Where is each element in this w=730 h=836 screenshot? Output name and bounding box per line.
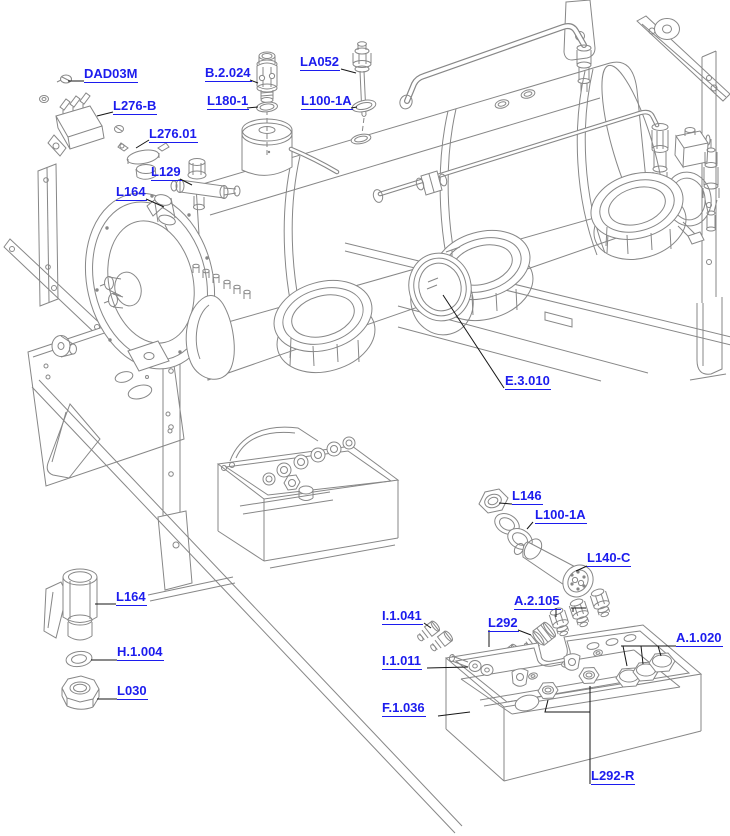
part-label-l292-r[interactable]: L292-R xyxy=(591,768,636,785)
part-label-i1041[interactable]: I.1.041 xyxy=(382,608,423,625)
part-label-l100-1a-top[interactable]: L100-1A xyxy=(301,93,353,110)
part-label-f1036[interactable]: F.1.036 xyxy=(382,700,426,717)
frame-right xyxy=(563,0,730,381)
part-l164-bottom-drawing xyxy=(43,568,98,641)
part-l292-r-drawing xyxy=(537,666,600,700)
part-label-dad03m[interactable]: DAD03M xyxy=(84,66,139,83)
part-la052-drawing xyxy=(352,41,372,135)
frame-long-rail xyxy=(31,379,463,834)
part-label-l030[interactable]: L030 xyxy=(117,683,148,700)
junction-box xyxy=(216,426,400,569)
part-l100-1a-top-drawing xyxy=(350,99,377,145)
part-label-l146[interactable]: L146 xyxy=(512,488,543,505)
part-label-e3010[interactable]: E.3.010 xyxy=(505,373,551,390)
pipes xyxy=(288,23,660,203)
part-label-h1004[interactable]: H.1.004 xyxy=(117,644,164,661)
part-label-l276-01[interactable]: L276.01 xyxy=(149,126,198,143)
part-l276-b-drawing xyxy=(47,92,124,157)
part-a1020-drawing xyxy=(615,652,676,688)
part-label-l164-bottom[interactable]: L164 xyxy=(116,589,147,606)
part-l140-c-drawing xyxy=(513,538,594,598)
part-h1004-drawing xyxy=(65,650,93,668)
part-l129-drawing xyxy=(170,158,241,211)
part-label-la052[interactable]: LA052 xyxy=(300,54,341,71)
terminal-studs xyxy=(192,263,251,299)
leader-lines xyxy=(68,68,676,784)
part-label-l276-b[interactable]: L276-B xyxy=(113,98,158,115)
part-l180-1-drawing xyxy=(256,101,278,113)
part-l030-drawing xyxy=(61,675,100,710)
part-i1041-drawing xyxy=(417,620,453,652)
part-label-l129[interactable]: L129 xyxy=(151,164,182,181)
part-label-a2105[interactable]: A.2.105 xyxy=(514,593,561,610)
part-l100-1a-mid-drawing xyxy=(494,513,533,550)
part-label-l164-top[interactable]: L164 xyxy=(116,184,147,201)
part-f1036-drawing xyxy=(444,624,703,782)
pressure-gauge xyxy=(408,246,474,336)
part-label-l100-1a-mid[interactable]: L100-1A xyxy=(535,507,587,524)
part-l276-01-drawing xyxy=(117,142,170,180)
part-a2105-drawing xyxy=(548,588,611,637)
part-label-i1011[interactable]: I.1.011 xyxy=(382,653,423,670)
pump-bracket xyxy=(185,295,235,380)
part-l146-drawing xyxy=(478,488,509,514)
part-label-l140-c[interactable]: L140-C xyxy=(587,550,632,567)
part-label-l180-1[interactable]: L180-1 xyxy=(207,93,250,110)
part-label-l292[interactable]: L292 xyxy=(488,615,519,632)
part-label-a1020[interactable]: A.1.020 xyxy=(676,630,723,647)
part-dad03m-drawing xyxy=(39,74,72,103)
part-i1011-drawing xyxy=(448,654,494,676)
part-label-b2024[interactable]: B.2.024 xyxy=(205,65,252,82)
